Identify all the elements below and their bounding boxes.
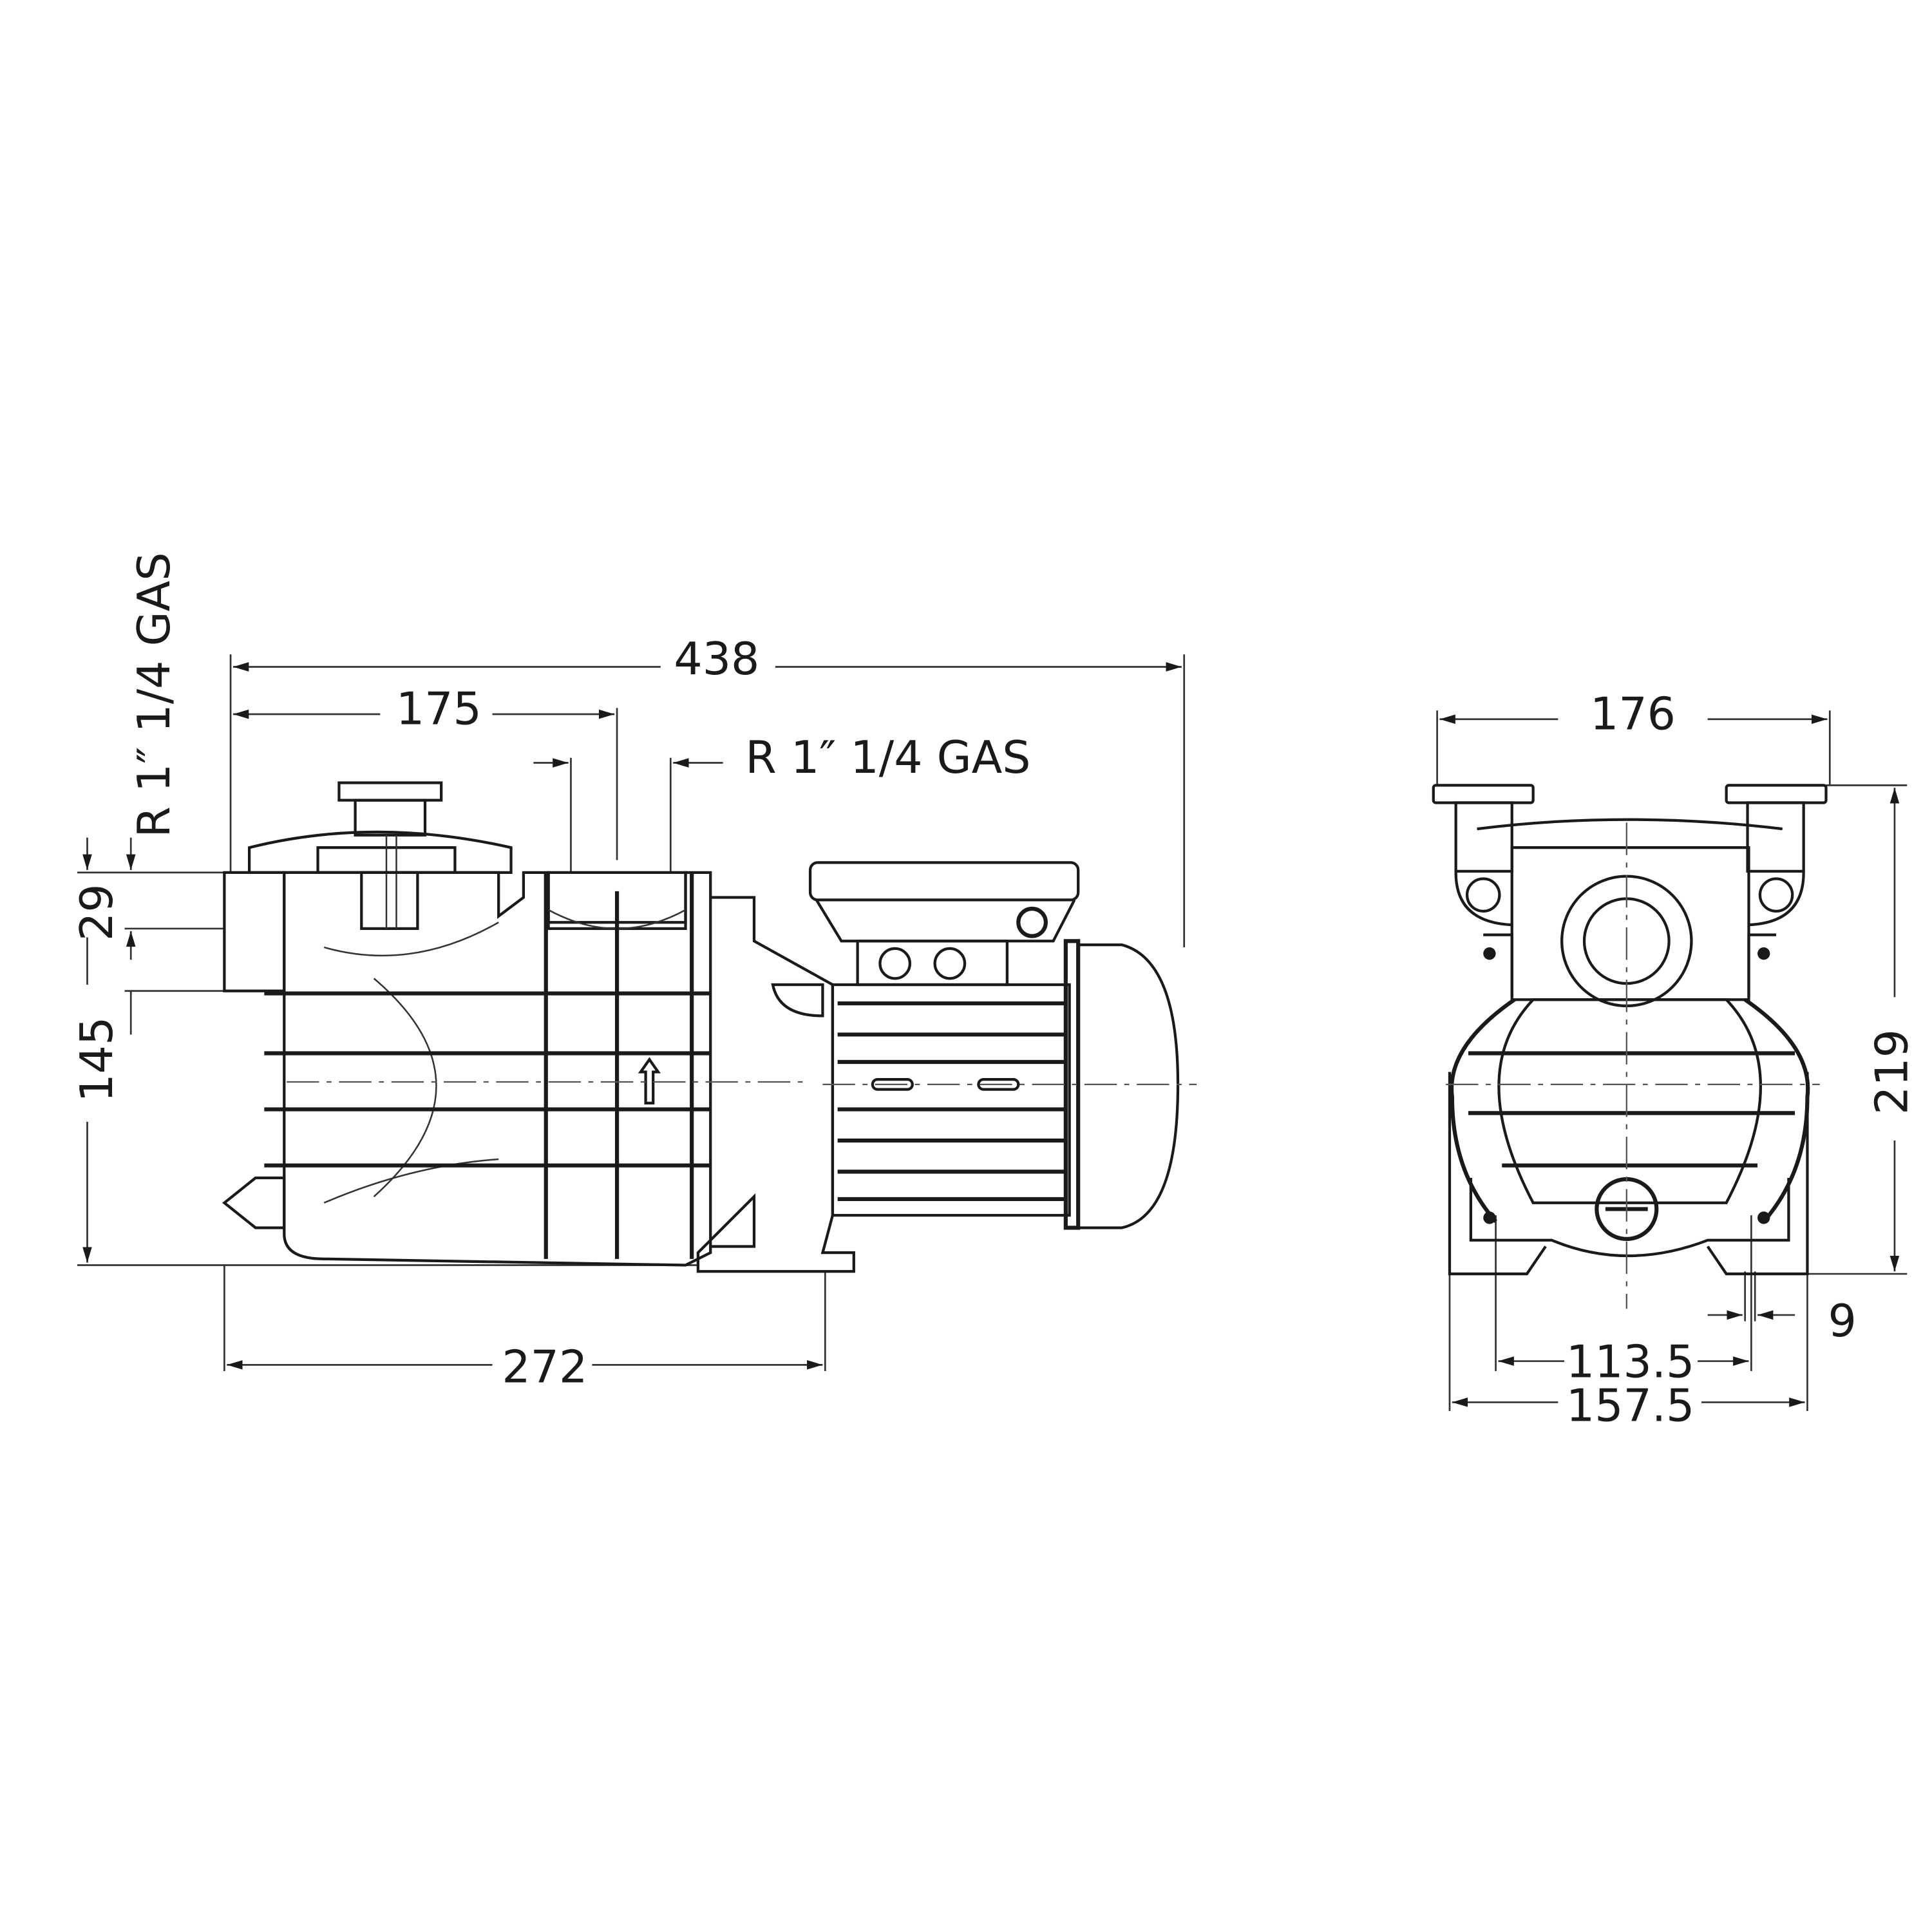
motor — [808, 861, 1197, 1230]
dim-29-label: 29 — [71, 884, 123, 941]
strainer-housing — [222, 871, 811, 1267]
dimension-inlet-height: 29 145 — [71, 837, 698, 1266]
outlet-connection-label: R 1″ 1/4 GAS — [745, 732, 1030, 784]
flow-arrow-icon — [638, 1057, 661, 1105]
dimension-outlet-connection: R 1″ 1/4 GAS — [533, 732, 1031, 873]
dim-176-label: 176 — [1590, 688, 1676, 740]
dimension-foot-slot: 9 — [1707, 1271, 1857, 1347]
dim-219-label: 219 — [1866, 1029, 1918, 1115]
dim-175-label: 175 — [396, 683, 482, 735]
dimension-overall-height: 219 — [1807, 784, 1918, 1275]
dimension-overall-width: 176 — [1436, 688, 1831, 786]
dim-438-label: 438 — [674, 633, 759, 685]
front-view: 176 219 9 113.5 — [1432, 688, 1918, 1432]
dimension-base-width: 157.5 — [1448, 1274, 1808, 1432]
dim-145-label: 145 — [71, 1017, 123, 1103]
dimension-inlet-to-outlet: 175 — [232, 683, 618, 860]
fan-cover — [1077, 943, 1180, 1229]
front-body — [1432, 784, 1828, 1309]
dimension-overall-length: 438 — [229, 633, 1186, 947]
side-view: 438 175 R 1″ 1/4 GAS R 1″ 1/4 GAS — [71, 553, 1197, 1393]
dim-9-label: 9 — [1828, 1295, 1856, 1347]
dim-272-label: 272 — [502, 1341, 587, 1393]
dimension-base-length: 272 — [223, 1265, 826, 1393]
dim-113-5-label: 113.5 — [1566, 1336, 1694, 1388]
dim-157-5-label: 157.5 — [1566, 1379, 1694, 1432]
strainer-lid — [247, 781, 513, 931]
dimension-mount-hole-spacing: 113.5 — [1495, 1215, 1752, 1388]
pump-bracket — [696, 896, 855, 1273]
inlet-connection-label: R 1″ 1/4 GAS — [128, 553, 180, 838]
